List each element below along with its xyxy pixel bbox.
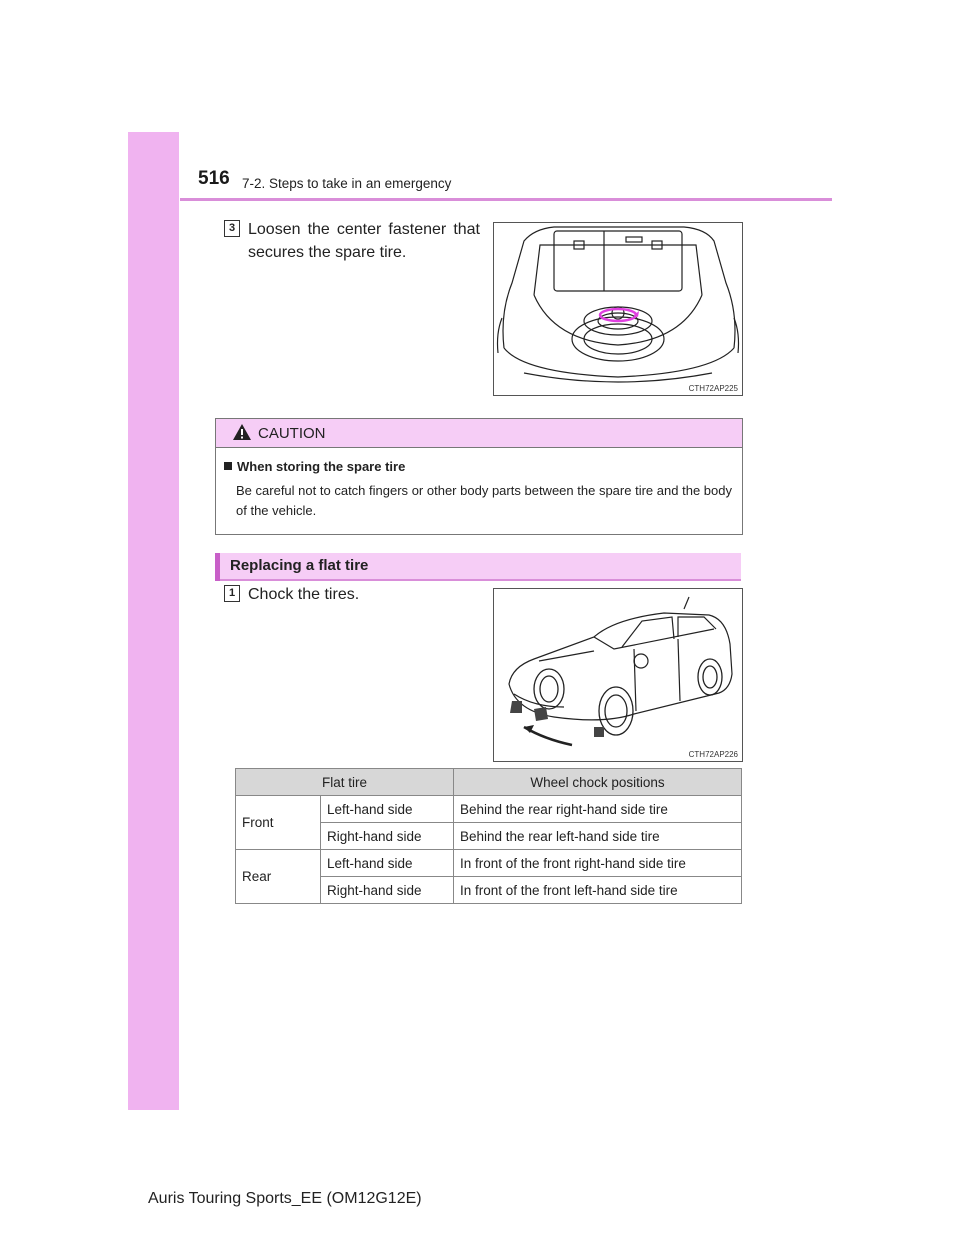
step-3-text-line1: Loosen the center fastener that — [248, 221, 480, 238]
table-cell: Right-hand side — [320, 822, 454, 850]
step-1-text: Chock the tires. — [248, 586, 360, 603]
table-cell: Left-hand side — [320, 849, 454, 877]
chock-tires-illustration: CTH72AP226 — [493, 588, 743, 762]
step-3-text-line2: secures the spare tire. — [248, 244, 407, 261]
step-number-badge: 1 — [224, 585, 240, 602]
cargo-area-drawing — [496, 226, 740, 383]
table-row: Right-hand side In front of the front le… — [236, 876, 742, 904]
section-title: 7-2. Steps to take in an emergency — [242, 176, 452, 191]
table-group-cell: Rear — [235, 849, 321, 904]
table-cell: Right-hand side — [320, 876, 454, 904]
caution-subheading: When storing the spare tire — [224, 459, 405, 474]
caution-box: CAUTION When storing the spare tire Be c… — [215, 418, 743, 535]
caution-body: Be careful not to catch fingers or other… — [236, 483, 732, 518]
subsection-title: Replacing a flat tire — [230, 557, 369, 574]
figure-code: CTH72AP226 — [688, 750, 738, 759]
table-group-cell: Front — [235, 795, 321, 850]
footer-manual-id: Auris Touring Sports_EE (OM12G12E) — [148, 1190, 422, 1207]
spare-tire-illustration: CTH72AP225 — [493, 222, 743, 396]
wheel-chock-table: Flat tire Wheel chock positions Front Le… — [235, 768, 742, 904]
table-header-row: Flat tire Wheel chock positions — [235, 768, 742, 796]
subsection-accent-bar — [215, 553, 220, 581]
warning-icon — [233, 424, 251, 440]
step-number-badge: 3 — [224, 220, 240, 237]
figure-code: CTH72AP225 — [688, 384, 738, 393]
header-divider — [180, 198, 832, 201]
step-3-text: Loosen the center fastener that secures … — [248, 218, 480, 264]
page-number: 516 — [198, 168, 230, 189]
bullet-square-icon — [224, 462, 232, 470]
subsection-heading: Replacing a flat tire — [215, 553, 741, 581]
table-cell: Left-hand side — [320, 795, 454, 823]
caution-header: CAUTION — [216, 419, 742, 448]
car-drawing — [508, 596, 733, 747]
table-row: Front Left-hand side Behind the rear rig… — [235, 795, 742, 850]
table-cell: Behind the rear right-hand side tire — [453, 795, 742, 823]
table-cell: In front of the front left-hand side tir… — [453, 876, 742, 904]
table-row: Rear Left-hand side In front of the fron… — [235, 849, 742, 904]
caution-title: CAUTION — [258, 425, 326, 442]
table-header-cell: Wheel chock positions — [453, 768, 742, 796]
table-header-cell: Flat tire — [235, 768, 454, 796]
chapter-tab-sidebar — [128, 132, 179, 1110]
caution-subheading-text: When storing the spare tire — [237, 459, 406, 474]
table-cell: Behind the rear left-hand side tire — [453, 822, 742, 850]
table-cell: In front of the front right-hand side ti… — [453, 849, 742, 877]
